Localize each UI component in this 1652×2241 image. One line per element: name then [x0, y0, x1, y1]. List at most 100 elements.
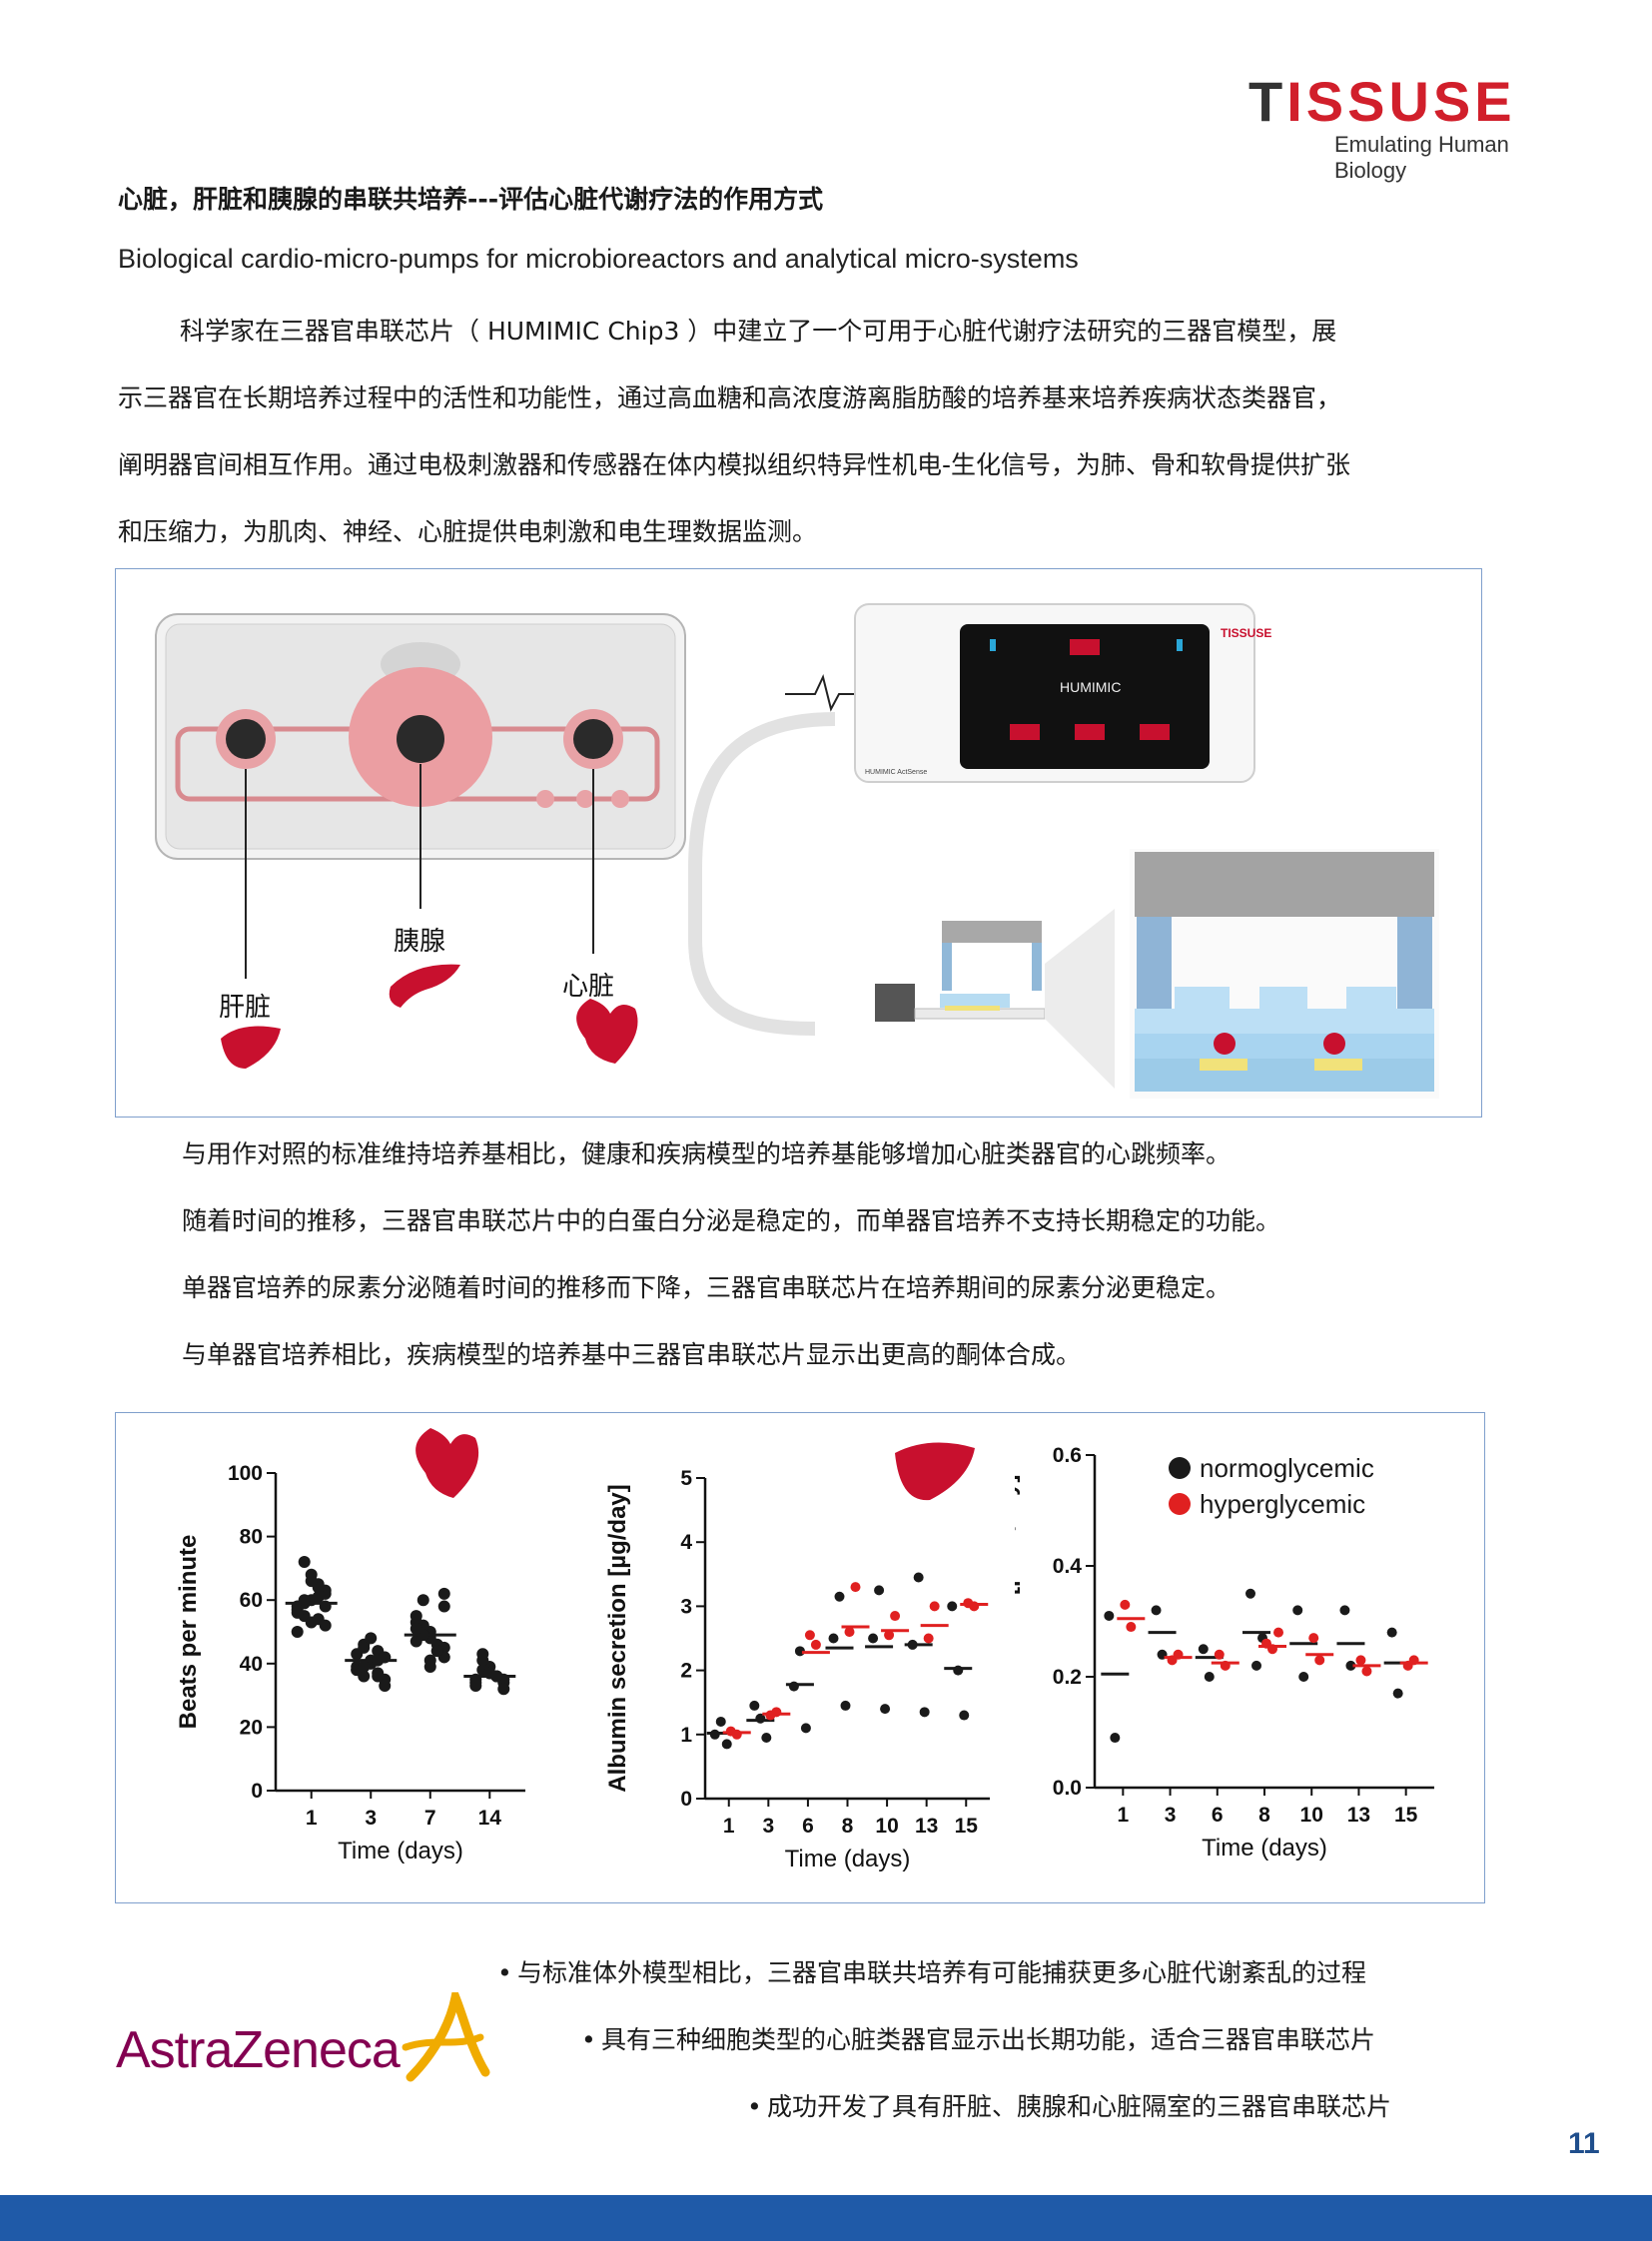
x-tick-label: 1: [723, 1815, 735, 1838]
data-point: [1298, 1672, 1309, 1682]
data-point: [731, 1729, 742, 1740]
data-point: [804, 1630, 815, 1641]
footer-bar: [0, 2195, 1652, 2241]
data-point: [788, 1681, 799, 1692]
heart-icon: [415, 1428, 479, 1498]
logo-letter: T: [1248, 70, 1287, 133]
y-tick-label: 0: [251, 1780, 263, 1803]
x-tick-label: 10: [875, 1815, 898, 1838]
liver-icon: [221, 1026, 281, 1069]
data-point: [476, 1648, 489, 1661]
data-point: [379, 1680, 392, 1693]
logo-figure-letter: I: [1286, 70, 1306, 133]
y-tick-label: 3: [680, 1595, 692, 1618]
data-point: [959, 1710, 970, 1721]
x-tick-label: 3: [365, 1807, 377, 1830]
y-tick-label: 0.6: [1053, 1444, 1082, 1467]
data-point: [1104, 1610, 1115, 1621]
heart-icon: [576, 999, 638, 1064]
data-point: [1292, 1605, 1303, 1616]
x-tick-label: 15: [955, 1815, 979, 1838]
data-point: [305, 1575, 318, 1588]
data-point: [868, 1633, 879, 1644]
intro-line: 示三器官在长期培养过程中的活性和功能性，通过高血糖和高浓度游离脂肪酸的培养基来培…: [118, 383, 1342, 412]
astrazeneca-wordmark: AstraZeneca: [116, 2021, 401, 2079]
x-tick-label: 15: [1394, 1804, 1418, 1827]
page-number: 11: [1568, 2127, 1600, 2160]
finding-line: 随着时间的推移，三器官串联芯片中的白蛋白分泌是稳定的，而单器官培养不支持长期稳定…: [182, 1206, 1281, 1235]
data-point: [1204, 1672, 1215, 1682]
chip-figure: HUMIMIC TISSUSE HUMIMIC ActSense 胰腺 肝脏 心…: [115, 568, 1482, 1118]
data-point: [840, 1700, 851, 1711]
device-brand: HUMIMIC: [1060, 679, 1121, 695]
legend-marker: [1169, 1493, 1191, 1515]
data-point: [1151, 1605, 1162, 1616]
data-point: [1386, 1627, 1397, 1638]
data-point: [771, 1707, 782, 1718]
x-tick-label: 10: [1300, 1804, 1323, 1827]
finding-line: 单器官培养的尿素分泌随着时间的推移而下降，三器官串联芯片在培养期间的尿素分泌更稳…: [182, 1273, 1232, 1302]
data-point: [1361, 1666, 1372, 1677]
y-tick-label: 80: [240, 1526, 263, 1549]
data-point: [834, 1591, 845, 1602]
intro-line: 科学家在三器官串联芯片（ HUMIMIC Chip3 ）中建立了一个可用于心脏代…: [180, 317, 1337, 346]
data-point: [430, 1645, 443, 1658]
data-point: [437, 1600, 450, 1613]
y-axis-label: Beats per minute: [175, 1535, 202, 1730]
intro-paragraph: 科学家在三器官串联芯片（ HUMIMIC Chip3 ）中建立了一个可用于心脏代…: [118, 298, 1536, 565]
finding-line: 与用作对照的标准维持培养基相比，健康和疾病模型的培养基能够增加心脏类器官的心跳频…: [182, 1139, 1232, 1168]
y-tick-label: 1: [680, 1724, 692, 1747]
conclusion-item: •与标准体外模型相比，三器官串联共培养有可能捕获更多心脏代谢紊乱的过程: [497, 1958, 1367, 1987]
data-point: [291, 1606, 304, 1619]
data-point: [810, 1639, 821, 1650]
data-point: [715, 1716, 726, 1727]
data-point: [416, 1594, 429, 1607]
data-point: [469, 1676, 482, 1689]
logo-wordmark: TISSUSE: [1248, 70, 1516, 134]
data-point: [929, 1601, 940, 1612]
data-point: [1110, 1733, 1121, 1744]
data-point: [1251, 1660, 1261, 1671]
x-tick-label: 8: [1258, 1804, 1270, 1827]
chip-illustration: HUMIMIC TISSUSE HUMIMIC ActSense: [155, 603, 1439, 1099]
x-tick-label: 13: [915, 1815, 938, 1838]
tissuse-logo: TISSUSE Emulating Human Biology: [1248, 70, 1578, 183]
data-point: [761, 1733, 772, 1744]
y-tick-label: 0.2: [1053, 1666, 1082, 1689]
y-tick-label: 40: [240, 1653, 263, 1676]
data-point: [749, 1700, 760, 1711]
y-tick-label: 2: [680, 1660, 692, 1683]
x-tick-label: 3: [762, 1815, 774, 1838]
data-point: [1392, 1688, 1403, 1699]
data-point: [844, 1627, 855, 1638]
data-point: [828, 1633, 839, 1644]
astrazeneca-logo: AstraZeneca: [116, 1992, 495, 2102]
data-point: [1339, 1605, 1350, 1616]
data-point: [312, 1613, 325, 1626]
data-point: [919, 1707, 930, 1718]
astrazeneca-emblem-icon: [402, 1992, 490, 2082]
legend-label: normoglycemic: [1200, 1453, 1374, 1483]
y-axis-label: Albumin secretion [µg/day]: [604, 1484, 631, 1793]
data-point: [423, 1660, 436, 1673]
data-point: [969, 1601, 980, 1612]
conclusion-text: 具有三种细胞类型的心脏类器官显示出长期功能，适合三器官串联芯片: [601, 2025, 1376, 2054]
legend-marker: [1169, 1457, 1191, 1479]
data-point: [884, 1630, 895, 1641]
data-point: [923, 1633, 934, 1644]
heart-label: 心脏: [562, 972, 615, 1002]
y-tick-label: 0.0: [1053, 1777, 1082, 1800]
data-point: [1126, 1622, 1137, 1633]
data-point: [913, 1572, 924, 1583]
data-point: [358, 1641, 371, 1654]
data-point: [850, 1582, 861, 1593]
device-footer: HUMIMIC ActSense: [865, 769, 927, 776]
data-point: [365, 1632, 378, 1645]
data-point: [880, 1704, 891, 1715]
x-tick-label: 6: [802, 1815, 814, 1838]
pancreas-icon: [389, 964, 460, 1008]
logo-letters: SSUSE: [1305, 70, 1516, 133]
